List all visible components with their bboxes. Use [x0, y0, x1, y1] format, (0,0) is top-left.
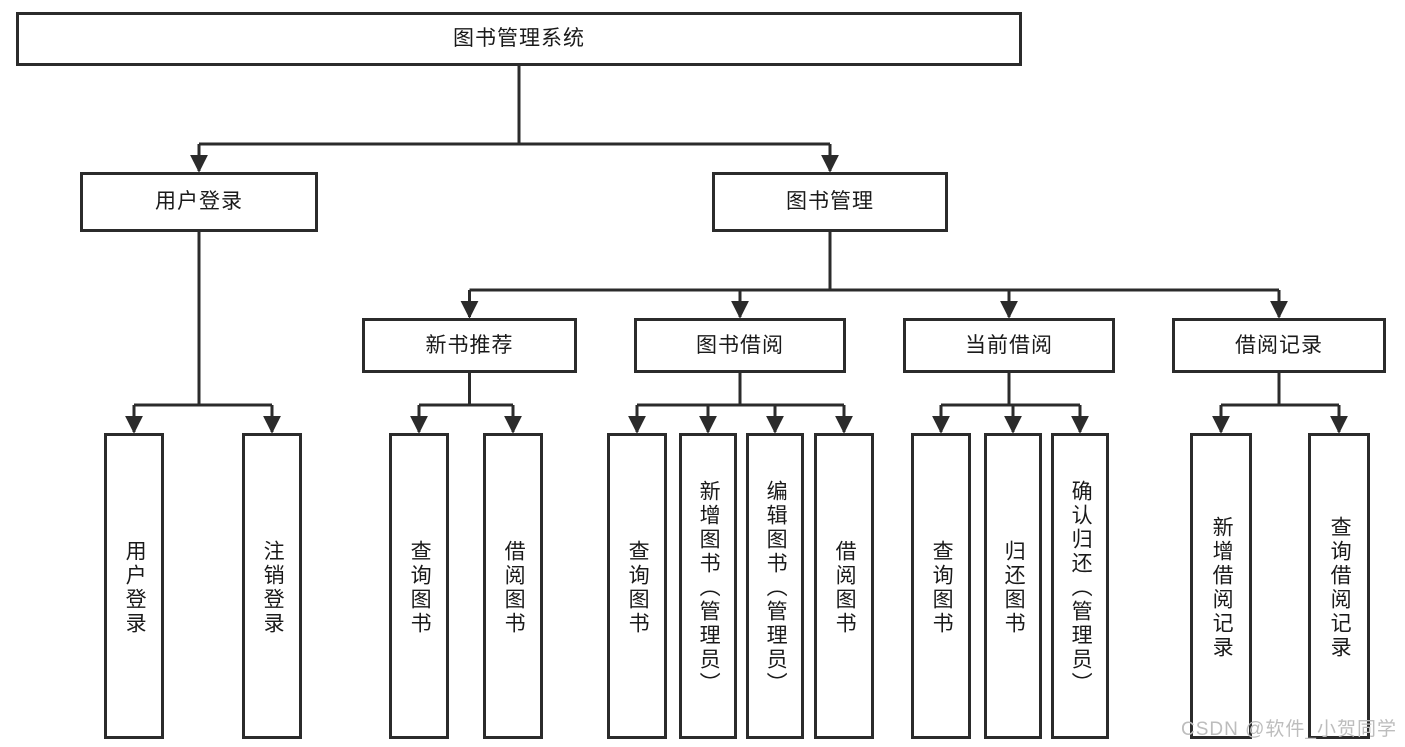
node-leaf_q_book_3[interactable]: 查询图书: [911, 433, 971, 739]
node-label: 借阅图书: [833, 540, 857, 636]
node-current_borrow[interactable]: 当前借阅: [903, 318, 1115, 373]
node-label: 用户登录: [155, 190, 243, 214]
node-label: 编辑图书（管理员）: [764, 480, 788, 696]
node-label: 确认归还（管理员）: [1069, 480, 1093, 696]
node-leaf_borrow_2[interactable]: 借阅图书: [814, 433, 874, 739]
node-label: 图书管理系统: [453, 27, 585, 51]
node-label: 当前借阅: [965, 333, 1053, 357]
node-label: 用户登录: [123, 540, 147, 636]
node-label: 图书管理: [786, 190, 874, 214]
node-label: 查询图书: [408, 540, 432, 636]
node-label: 注销登录: [261, 540, 285, 636]
node-leaf_user_login[interactable]: 用户登录: [104, 433, 164, 739]
node-root[interactable]: 图书管理系统: [16, 12, 1022, 66]
node-leaf_logout[interactable]: 注销登录: [242, 433, 302, 739]
node-label: 新增图书（管理员）: [697, 480, 721, 696]
node-leaf_q_book_1[interactable]: 查询图书: [389, 433, 449, 739]
node-user_login[interactable]: 用户登录: [80, 172, 318, 232]
node-label: 借阅图书: [502, 540, 526, 636]
node-borrow_record[interactable]: 借阅记录: [1172, 318, 1386, 373]
node-leaf_add_book[interactable]: 新增图书（管理员）: [679, 433, 737, 739]
node-label: 查询图书: [626, 540, 650, 636]
node-label: 查询图书: [930, 540, 954, 636]
node-leaf_add_rec[interactable]: 新增借阅记录: [1190, 433, 1252, 739]
node-label: 查询借阅记录: [1328, 516, 1352, 660]
node-leaf_edit_book[interactable]: 编辑图书（管理员）: [746, 433, 804, 739]
node-label: 归还图书: [1002, 540, 1026, 636]
node-label: 新增借阅记录: [1210, 516, 1234, 660]
node-leaf_q_rec[interactable]: 查询借阅记录: [1308, 433, 1370, 739]
node-leaf_q_book_2[interactable]: 查询图书: [607, 433, 667, 739]
node-label: 图书借阅: [696, 333, 784, 357]
node-label: 新书推荐: [425, 333, 514, 357]
node-leaf_borrow_1[interactable]: 借阅图书: [483, 433, 543, 739]
node-label: 借阅记录: [1235, 333, 1323, 357]
node-leaf_return[interactable]: 归还图书: [984, 433, 1042, 739]
node-book_borrow[interactable]: 图书借阅: [634, 318, 846, 373]
node-new_book_rec[interactable]: 新书推荐: [362, 318, 577, 373]
watermark-text: CSDN @软件_小贺同学: [1181, 719, 1397, 740]
node-book_mgmt[interactable]: 图书管理: [712, 172, 948, 232]
node-leaf_confirm[interactable]: 确认归还（管理员）: [1051, 433, 1109, 739]
